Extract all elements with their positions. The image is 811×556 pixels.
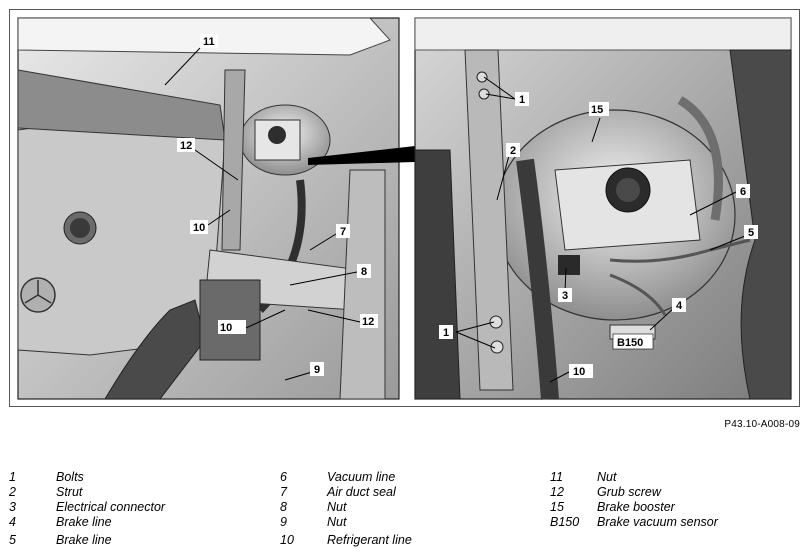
legend-num: 15 — [550, 500, 564, 514]
legend-text: Brake vacuum sensor — [597, 515, 718, 529]
callout-label: 5 — [748, 227, 754, 239]
callout-12-bottom: 12 — [360, 314, 378, 328]
right-callouts: 1 15 2 6 5 3 4 1 B150 10 — [439, 92, 758, 378]
side-structure-right — [729, 49, 792, 400]
legend-num: 3 — [9, 500, 16, 514]
callout-label: 10 — [573, 366, 585, 378]
legend-num: 10 — [280, 533, 294, 547]
strut-left — [221, 69, 246, 251]
legend-text: Strut — [56, 485, 83, 499]
legend-text: Vacuum line — [327, 470, 396, 484]
callout-5: 5 — [744, 225, 758, 239]
callout-label: 15 — [591, 104, 603, 116]
brake-line-5 — [609, 238, 751, 263]
legend-text: Nut — [327, 515, 347, 529]
left-callouts: 11 12 10 7 8 10 12 9 — [177, 34, 378, 376]
callout-label: 7 — [340, 226, 346, 238]
legend-num: 8 — [280, 500, 287, 514]
callout-9: 9 — [310, 362, 324, 376]
legend-num: 9 — [280, 515, 287, 529]
oil-filler-cap-center — [70, 218, 90, 238]
legend-text: Grub screw — [597, 485, 661, 499]
callout-label: 1 — [519, 94, 525, 106]
bolt-top-2 — [478, 88, 490, 100]
legend-num: 1 — [9, 470, 16, 484]
left-panel — [17, 17, 400, 400]
bolt-bottom-1 — [489, 315, 503, 329]
callout-label: 6 — [740, 186, 746, 198]
callout-10-bottom: 10 — [218, 320, 246, 334]
callout-label: B150 — [617, 337, 643, 349]
legend-text: Nut — [597, 470, 617, 484]
windshield-edge-right — [414, 17, 792, 51]
callout-8: 8 — [357, 264, 371, 278]
legend-num: 12 — [550, 485, 564, 499]
callout-label: 11 — [203, 36, 215, 48]
bolt-top-1 — [476, 71, 488, 83]
callout-label: 3 — [562, 290, 568, 302]
callout-12-top: 12 — [177, 138, 195, 152]
legend-num: 5 — [9, 533, 16, 547]
callout-label: 1 — [443, 327, 449, 339]
right-panel — [414, 17, 792, 400]
legend-text: Brake line — [56, 515, 112, 529]
callout-label: 8 — [361, 266, 367, 278]
callout-1-top: 1 — [515, 92, 529, 106]
legend-num: B150 — [550, 515, 580, 529]
detail-link-wedge — [308, 146, 415, 165]
legend-num: 4 — [9, 515, 16, 529]
callout-label: 4 — [676, 300, 683, 312]
callout-11: 11 — [200, 34, 218, 48]
legend-text: Air duct seal — [327, 485, 396, 499]
callout-label: 10 — [220, 322, 232, 334]
callout-2: 2 — [506, 143, 520, 157]
callout-15: 15 — [589, 102, 609, 116]
electrical-connector — [558, 255, 580, 275]
intake-hose — [104, 299, 206, 400]
legend-num: 2 — [9, 485, 16, 499]
brand-emblem-star — [24, 280, 52, 304]
legend-text: Nut — [327, 500, 347, 514]
strut-right — [464, 49, 514, 391]
callout-4: 4 — [672, 298, 686, 312]
right-leader-lines — [455, 76, 751, 383]
figure-frame: 11 12 10 7 8 10 12 9 1 15 2 6 5 3 4 1 B1… — [9, 9, 800, 407]
callout-6: 6 — [736, 184, 750, 198]
callout-label: 2 — [510, 145, 516, 157]
legend-text: Brake booster — [597, 500, 675, 514]
legend-text: Refrigerant line — [327, 533, 412, 547]
legend-text: Brake line — [56, 533, 112, 547]
legend-text: Electrical connector — [56, 500, 166, 514]
callout-10-top: 10 — [190, 220, 208, 234]
legend-num: 6 — [280, 470, 287, 484]
callout-label: 9 — [314, 364, 320, 376]
callout-10-right: 10 — [569, 364, 593, 378]
callout-label: 12 — [362, 316, 374, 328]
callout-1-bottom: 1 — [439, 325, 453, 339]
legend-num: 11 — [550, 470, 563, 484]
engine-bay-figure: 11 12 10 7 8 10 12 9 1 15 2 6 5 3 4 1 B1… — [17, 17, 792, 400]
legend-num: 7 — [280, 485, 287, 499]
side-panel-left — [339, 169, 386, 400]
callout-label: 12 — [180, 140, 192, 152]
callout-label: 10 — [193, 222, 205, 234]
reservoir-cap-right-center — [616, 178, 640, 202]
refrigerant-hose-right — [516, 158, 559, 400]
callout-3: 3 — [558, 288, 572, 302]
callout-7: 7 — [336, 224, 350, 238]
brake-line-4 — [609, 273, 667, 316]
callout-b150: B150 — [612, 333, 654, 350]
figure-code: P43.10-A008-09 — [724, 419, 800, 430]
left-leader-lines — [164, 47, 361, 381]
legend-text: Bolts — [56, 470, 84, 484]
reservoir-cap-left — [268, 126, 286, 144]
bolt-bottom-2 — [490, 340, 504, 354]
